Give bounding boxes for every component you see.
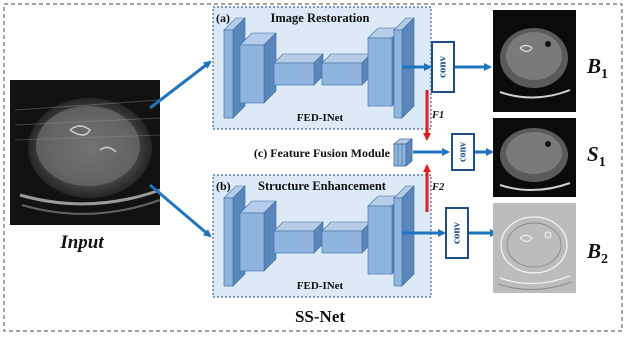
- restoration-encoder-decoder-blocks: [223, 17, 415, 119]
- fusion-block: [392, 138, 414, 167]
- output-image-s1: [493, 118, 576, 197]
- network-title: SS-Net: [295, 307, 345, 326]
- fusion-label: (c) Feature Fusion Module: [254, 146, 391, 160]
- input-label: Input: [59, 232, 104, 253]
- output-label-b2: B2: [586, 239, 608, 267]
- conv-block-restoration: [431, 41, 455, 93]
- restoration-encoder-label: FED-INet: [297, 112, 344, 124]
- enhancement-encoder-decoder-blocks: [223, 185, 415, 287]
- outer-frame: [3, 3, 623, 332]
- feature-block-2: [239, 200, 277, 272]
- feature-block-3: [273, 221, 324, 254]
- input-image: [10, 80, 161, 225]
- f1-label: F1: [431, 110, 444, 121]
- feature-block-4: [321, 53, 372, 86]
- conv-label-enhancement: conv: [451, 222, 463, 245]
- feature-block-3: [273, 53, 324, 86]
- restoration-title: Image Restoration: [271, 11, 370, 25]
- conv-block-fusion: [451, 133, 475, 171]
- restoration-tag: (a): [216, 11, 230, 25]
- arrow-input-to-restoration: [149, 60, 212, 110]
- feature-block-6: [393, 185, 415, 287]
- enhancement-encoder-label: FED-INet: [297, 280, 344, 292]
- f2-label: F2: [431, 182, 445, 193]
- feature-block-4: [321, 221, 372, 254]
- enhancement-title: Structure Enhancement: [258, 179, 387, 193]
- arrow-input-to-enhancement: [149, 183, 212, 238]
- conv-label-restoration: conv: [437, 56, 449, 79]
- output-image-b1: [493, 10, 576, 112]
- conv-block-enhancement: [445, 207, 469, 259]
- feature-block-2: [239, 32, 277, 104]
- enhancement-tag: (b): [216, 179, 231, 193]
- output-label-b1: B1: [586, 54, 608, 82]
- output-label-s1: S1: [587, 142, 606, 170]
- output-image-b2: [493, 203, 576, 293]
- conv-label-fusion: conv: [457, 142, 468, 162]
